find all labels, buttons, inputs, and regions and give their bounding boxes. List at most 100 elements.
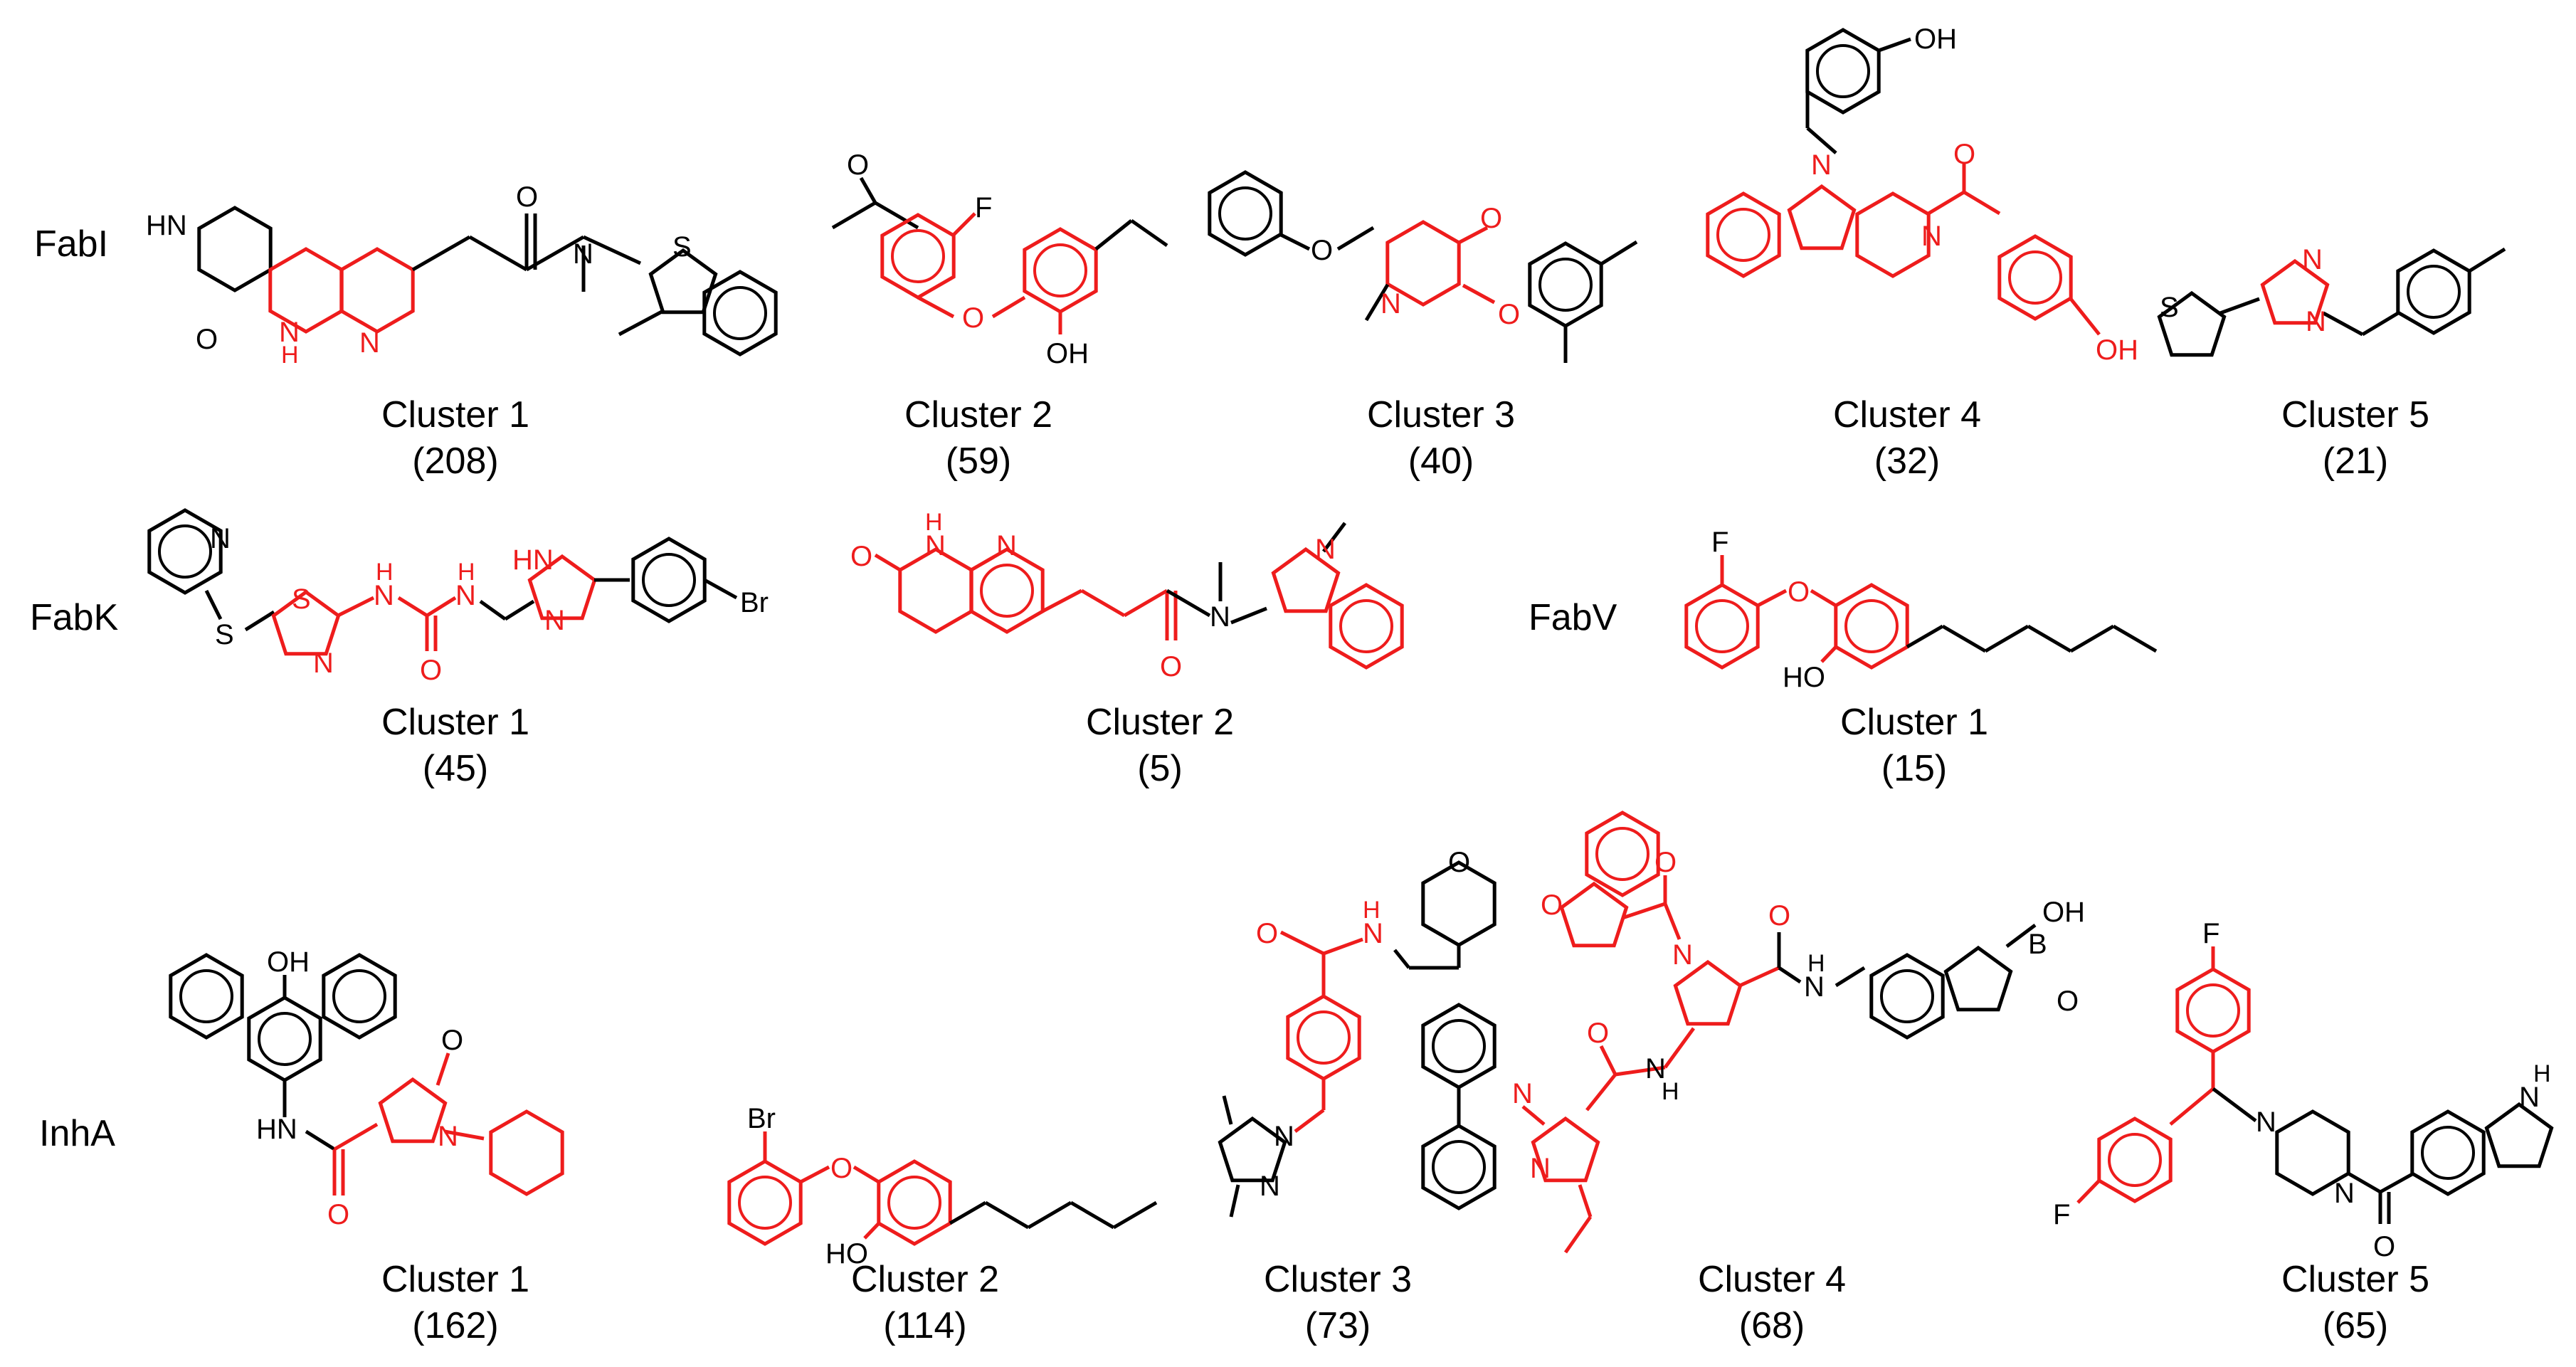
- atom-label: H: [2533, 1060, 2551, 1087]
- atom-label: O: [516, 181, 538, 213]
- atom-label: OH: [267, 946, 310, 978]
- cluster-count: (68): [1739, 1305, 1805, 1346]
- cluster-label: Cluster 1: [381, 702, 529, 743]
- cluster-count: (208): [412, 440, 498, 482]
- structure-inha-cluster-5: F F N N O H N: [2053, 918, 2552, 1262]
- cluster-label: Cluster 5: [2281, 1259, 2429, 1300]
- atom-label: N: [374, 580, 394, 611]
- structure-fabi-cluster-2: O F O OH: [831, 149, 1168, 369]
- atom-label: O: [441, 1025, 463, 1056]
- cluster-label: Cluster 1: [381, 1259, 529, 1300]
- atom-label: F: [2053, 1199, 2070, 1230]
- structure-fabi-cluster-3: O O N O: [1210, 172, 1638, 363]
- cluster-label: Cluster 1: [1840, 702, 1988, 743]
- atom-label: N: [1921, 221, 1942, 252]
- enzyme-label-fabv: FabV: [1529, 597, 1617, 638]
- atom-label: O: [420, 655, 442, 686]
- atom-label: O: [1541, 890, 1563, 921]
- atom-label: O: [1498, 299, 1520, 330]
- atom-label: O: [2057, 986, 2079, 1017]
- structure-inha-cluster-2: Br O HO: [729, 1103, 1158, 1270]
- atom-label: O: [1311, 235, 1333, 266]
- atom-label: O: [1953, 139, 1975, 170]
- atom-label: O: [327, 1199, 349, 1230]
- enzyme-label-fabk: FabK: [30, 597, 119, 638]
- atom-label: N: [279, 317, 300, 348]
- atom-label: Br: [747, 1103, 776, 1134]
- atom-label: N: [1645, 1053, 1666, 1084]
- atom-label: N: [1804, 971, 1825, 1003]
- cluster-label: Cluster 3: [1264, 1259, 1412, 1300]
- cluster-count: (73): [1305, 1305, 1371, 1346]
- atom-label: F: [975, 192, 992, 223]
- atom-label: OH: [1914, 23, 1957, 55]
- atom-label: OH: [2096, 334, 2138, 366]
- cluster-count: (162): [412, 1305, 498, 1346]
- cluster-label: Cluster 4: [1698, 1259, 1846, 1300]
- cluster-label: Cluster 3: [1367, 394, 1515, 436]
- atom-label: HN: [256, 1114, 297, 1145]
- atom-label: O: [847, 149, 869, 181]
- cluster-count: (21): [2323, 440, 2388, 482]
- atom-label: O: [1448, 847, 1470, 878]
- atom-label: O: [1768, 900, 1790, 931]
- atom-label: N: [1260, 1171, 1280, 1202]
- structure-fabi-cluster-4: OH N N O OH: [1708, 23, 2138, 366]
- atom-label: N: [1363, 918, 1383, 949]
- atom-label: N: [544, 605, 565, 636]
- atom-label: H: [376, 559, 394, 586]
- structure-fabk-cluster-1: N S S N H N H N O HN N Br: [149, 510, 769, 686]
- atom-label: O: [1480, 203, 1502, 234]
- cluster-count: (59): [946, 440, 1011, 482]
- atom-label: H: [1363, 897, 1381, 924]
- structure-inha-cluster-4: O O N O H N B OH O N N O H N: [1512, 813, 2085, 1254]
- atom-label: O: [2373, 1231, 2395, 1262]
- atom-label: N: [1811, 149, 1832, 181]
- atom-label: O: [1587, 1018, 1609, 1049]
- atom-label: N: [925, 530, 946, 561]
- atom-label: N: [2519, 1082, 2540, 1113]
- atom-label: F: [2202, 918, 2219, 949]
- atom-label: S: [215, 619, 234, 650]
- atom-label: H: [1807, 950, 1825, 977]
- atom-label: N: [1381, 288, 1401, 320]
- atom-label: OH: [1046, 338, 1089, 369]
- atom-label: O: [962, 302, 984, 334]
- atom-label: OH: [2042, 897, 2085, 928]
- atom-label: O: [1160, 651, 1182, 682]
- atom-label: HN: [146, 210, 187, 241]
- cluster-count: (32): [1874, 440, 1940, 482]
- cluster-count: (15): [1881, 748, 1947, 789]
- structure-fabk-cluster-2: O H N N N N O: [850, 509, 1402, 682]
- enzyme-label-inha: InhA: [39, 1113, 115, 1154]
- cluster-label: Cluster 5: [2281, 394, 2429, 436]
- atom-label: O: [1256, 918, 1278, 949]
- structure-fabi-cluster-1: HN O O N S N H N: [146, 181, 776, 369]
- atom-label: N: [1512, 1078, 1533, 1109]
- atom-label: N: [359, 327, 380, 359]
- cluster-label: Cluster 2: [851, 1259, 999, 1300]
- atom-label: N: [2334, 1178, 2355, 1209]
- atom-label: N: [1315, 534, 1336, 565]
- atom-label: HO: [825, 1238, 868, 1270]
- atom-label: O: [850, 541, 872, 572]
- cluster-count: (114): [883, 1305, 967, 1346]
- atom-label: H: [1662, 1078, 1679, 1105]
- atom-label: N: [573, 238, 593, 270]
- atom-label: N: [1672, 939, 1693, 971]
- atom-label: S: [2160, 292, 2179, 323]
- cluster-count: (45): [423, 748, 488, 789]
- cluster-label: Cluster 2: [1086, 702, 1234, 743]
- structure-fabv-cluster-1: F O HO: [1686, 527, 2158, 693]
- atom-label: S: [292, 584, 311, 615]
- atom-label: H: [281, 342, 299, 369]
- atom-label: O: [1788, 576, 1810, 608]
- atom-label: S: [672, 231, 692, 263]
- atom-label: N: [438, 1121, 458, 1152]
- atom-label: N: [455, 580, 476, 611]
- atom-label: F: [1711, 527, 1728, 558]
- enzyme-label-fabi: FabI: [34, 223, 108, 265]
- atom-label: O: [830, 1153, 852, 1184]
- structure-inha-cluster-3: O O H N N N: [1220, 847, 1494, 1218]
